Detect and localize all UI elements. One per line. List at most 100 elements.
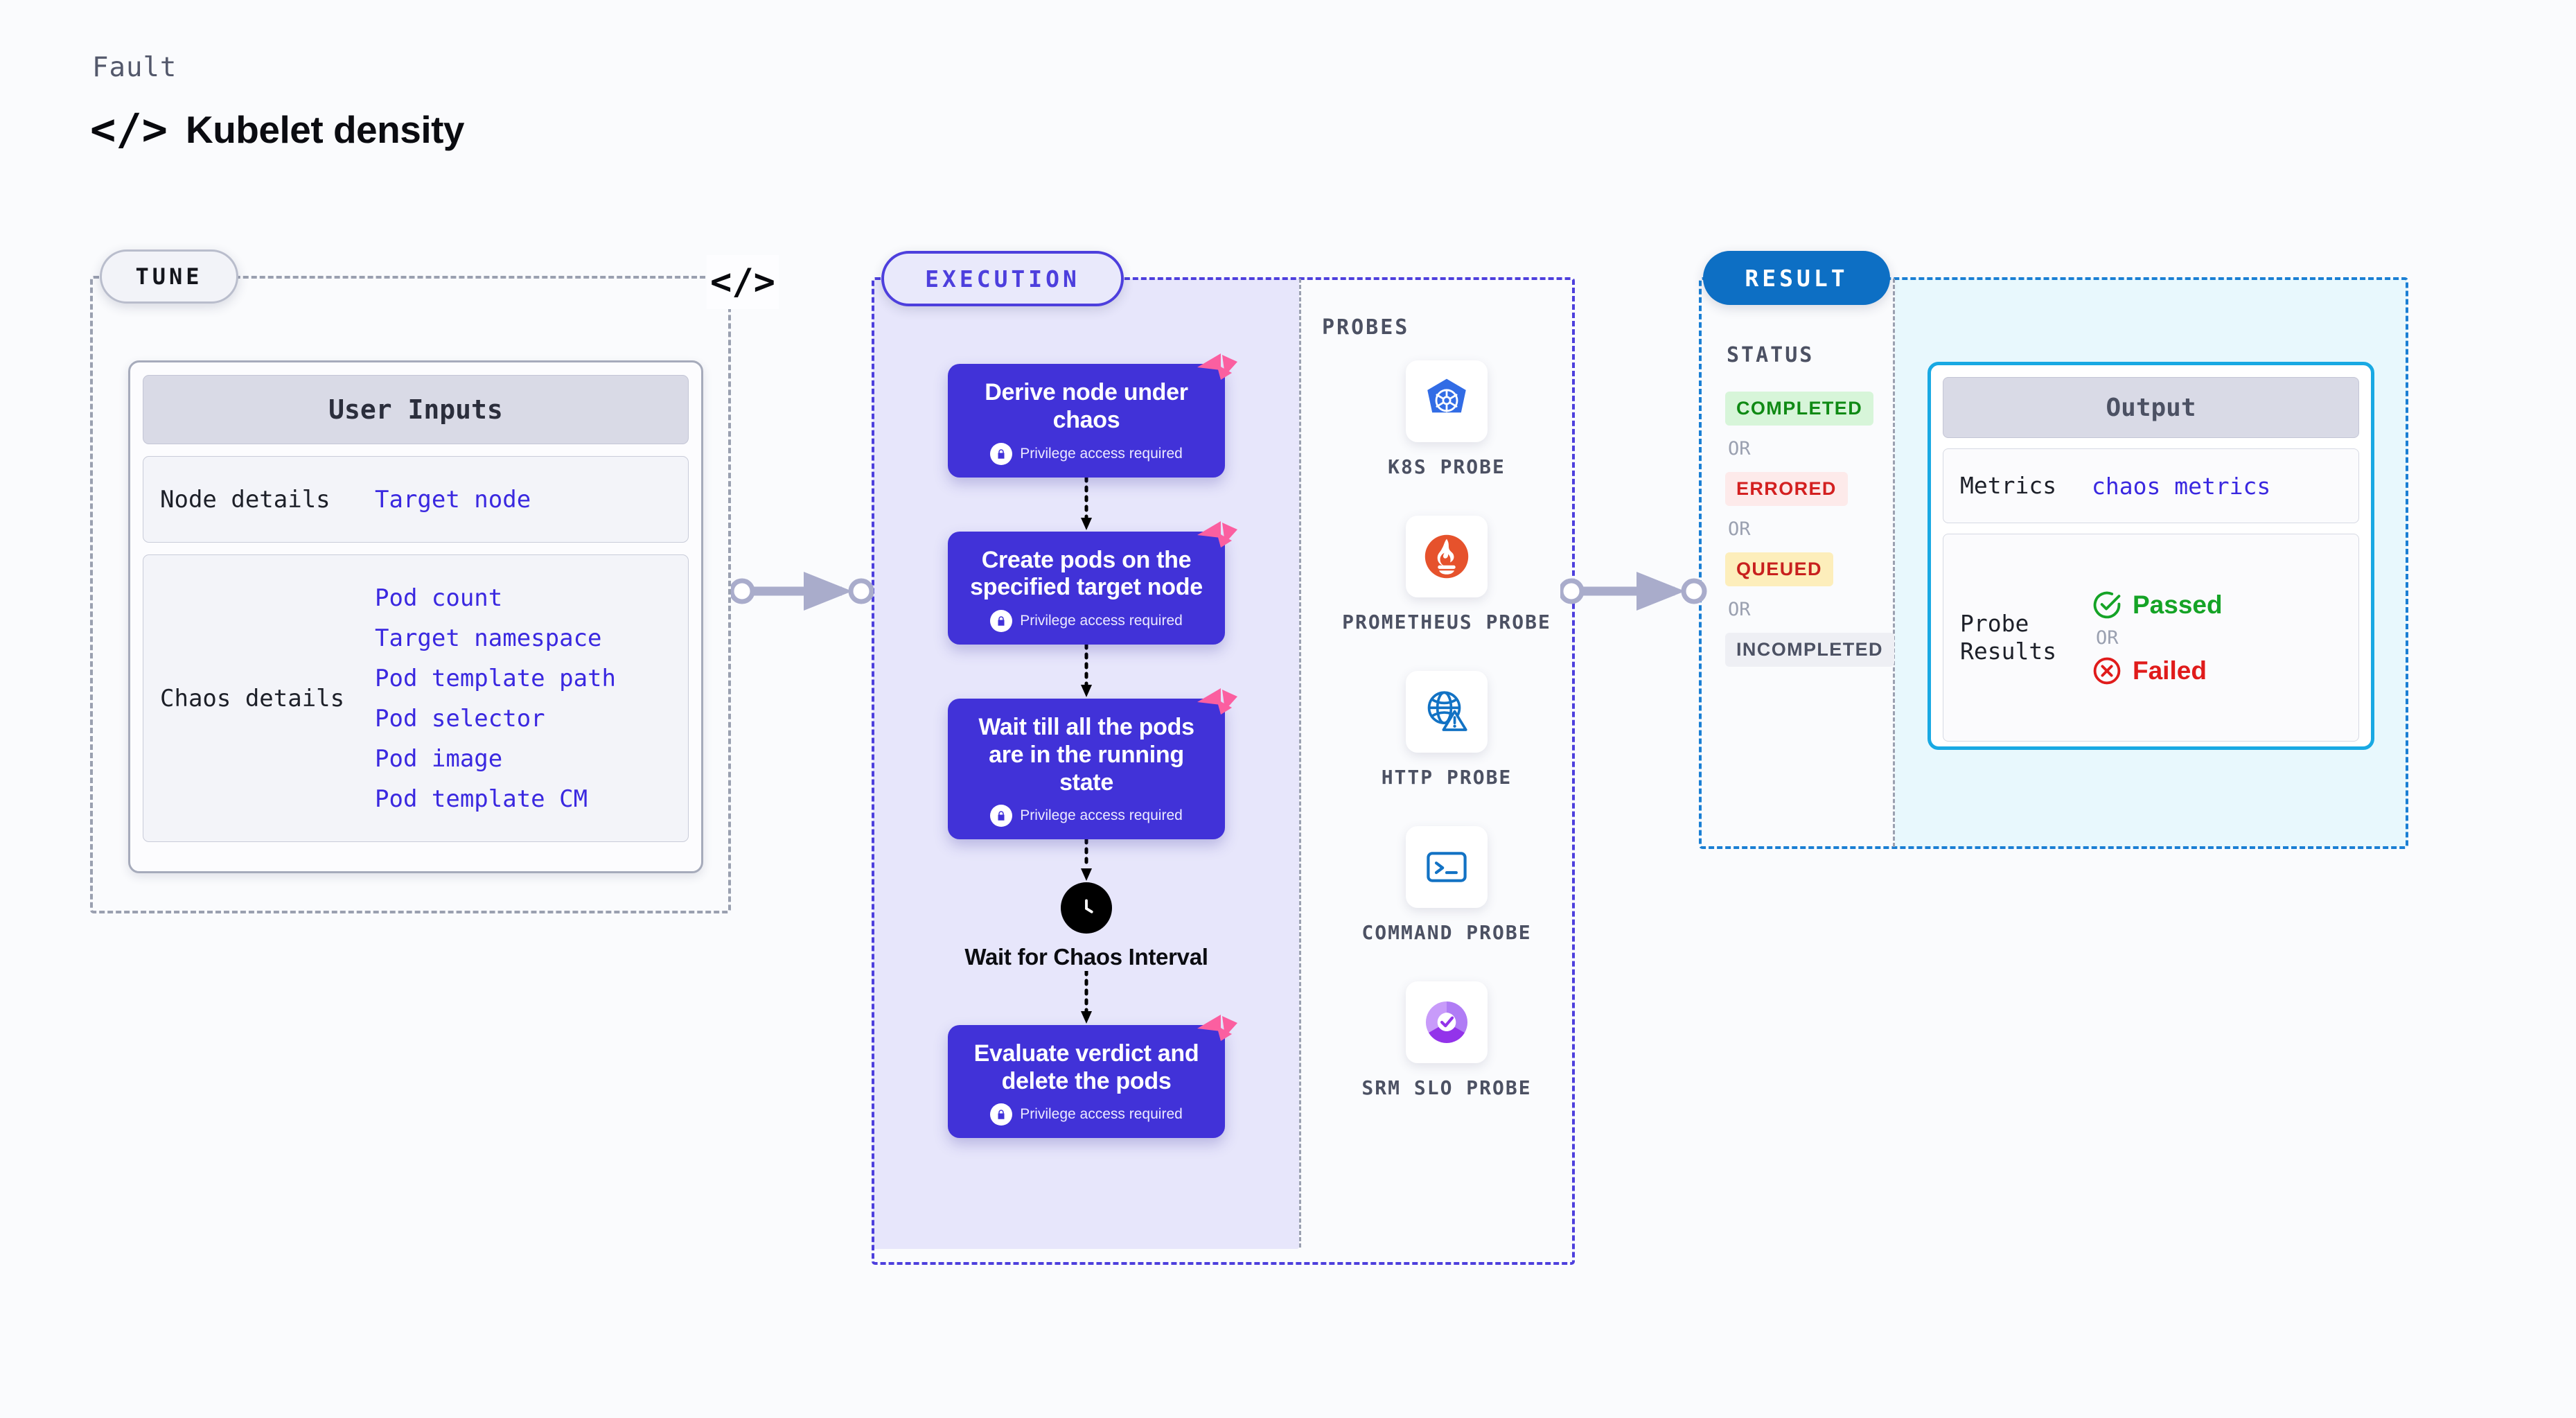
code-icon: </>: [90, 104, 168, 155]
check-circle-icon: [2093, 591, 2121, 618]
execution-panel-border: [872, 277, 1575, 1265]
prometheus-icon: [1406, 516, 1488, 597]
probe-item-command[interactable]: COMMAND PROBE: [1332, 826, 1561, 945]
step-privilege-text: Privilege access required: [1020, 1106, 1183, 1123]
user-inputs-title: User Inputs: [143, 375, 689, 444]
harness-badge-icon: [1197, 1014, 1237, 1041]
status-or-3: OR: [1728, 599, 1751, 620]
verdict-or: OR: [2096, 627, 2119, 649]
verdict-passed: Passed: [2092, 590, 2223, 620]
probe-results-label: Probe Results: [1960, 610, 2057, 665]
code-icon-connector: </>: [707, 255, 779, 309]
probe-item-prometheus[interactable]: PROMETHEUS PROBE: [1332, 516, 1561, 634]
metrics-value[interactable]: chaos metrics: [2092, 472, 2271, 500]
status-list: COMPLETED OR ERRORED OR QUEUED OR INCOMP…: [1725, 392, 1894, 667]
status-or-2: OR: [1728, 518, 1751, 540]
step-wait-pods-running[interactable]: Wait till all the pods are in the runnin…: [948, 688, 1237, 840]
step-derive-node-under-chaos[interactable]: Derive node under chaos Privilege access…: [948, 353, 1237, 478]
user-inputs-card: User Inputs Node details Target node Cha…: [128, 360, 703, 873]
probe-item-k8s[interactable]: K8S PROBE: [1332, 360, 1561, 479]
harness-badge-icon: [1197, 353, 1237, 380]
step-privilege-text: Privilege access required: [1020, 807, 1183, 824]
step-title: Wait till all the pods are in the runnin…: [978, 714, 1194, 796]
tune-panel-border: [90, 276, 731, 913]
input-pod-selector[interactable]: Pod selector: [375, 704, 545, 733]
output-title: Output: [1943, 377, 2359, 438]
verdict-failed-label: Failed: [2133, 656, 2207, 685]
node-details-label: Node details: [160, 485, 330, 514]
wait-for-chaos-interval-node: Wait for Chaos Interval: [948, 882, 1225, 971]
result-panel: RESULT STATUS COMPLETED OR ERRORED OR QU…: [1699, 251, 2408, 849]
flow-connector: [948, 645, 1225, 699]
step-title: Create pods on the specified target node: [970, 546, 1203, 601]
step-evaluate-verdict-delete-pods[interactable]: Evaluate verdict and delete the pods Pri…: [948, 1014, 1237, 1139]
chaos-details-row: Chaos details Pod count Target namespace…: [143, 554, 689, 842]
wait-node-label: Wait for Chaos Interval: [964, 944, 1208, 970]
status-or-1: OR: [1728, 438, 1751, 459]
execution-flow: Derive node under chaos Privilege access…: [948, 353, 1237, 1139]
flow-connector: [948, 477, 1225, 532]
terminal-icon: [1406, 826, 1488, 908]
x-circle-icon: [2093, 657, 2121, 684]
fault-kicker: Fault: [92, 52, 177, 83]
step-title: Evaluate verdict and delete the pods: [973, 1040, 1199, 1094]
chaos-details-values: Pod count Target namespace Pod template …: [375, 584, 616, 813]
probe-label: HTTP PROBE: [1381, 766, 1512, 789]
page-title-row: </> Kubelet density: [90, 104, 465, 155]
step-privilege-text: Privilege access required: [1020, 445, 1183, 462]
verdict-passed-label: Passed: [2133, 590, 2223, 619]
probe-label: SRM SLO PROBE: [1361, 1076, 1532, 1099]
input-pod-count[interactable]: Pod count: [375, 584, 503, 612]
result-pill[interactable]: RESULT: [1703, 251, 1890, 305]
lock-icon: [990, 805, 1013, 828]
status-section-label: STATUS: [1727, 343, 1815, 367]
probes-list: K8S PROBE PROMETHEUS PROBE: [1332, 360, 1561, 1137]
tune-panel: TUNE User Inputs Node details Target nod…: [90, 250, 731, 913]
step-privilege-note: Privilege access required: [966, 805, 1207, 828]
http-globe-warning-icon: [1406, 671, 1488, 753]
probe-item-http[interactable]: HTTP PROBE: [1332, 671, 1561, 789]
tune-pill[interactable]: TUNE: [100, 250, 238, 304]
chaos-details-label: Chaos details: [160, 684, 345, 712]
probe-item-srm-slo[interactable]: SRM SLO PROBE: [1332, 981, 1561, 1100]
output-card: Output Metrics chaos metrics Probe Resul…: [1927, 362, 2374, 750]
flow-connector: [948, 970, 1225, 1025]
execution-pill[interactable]: EXECUTION: [881, 251, 1124, 306]
step-privilege-note: Privilege access required: [966, 610, 1207, 633]
harness-badge-icon: [1197, 688, 1237, 715]
step-privilege-note: Privilege access required: [966, 442, 1207, 465]
step-privilege-text: Privilege access required: [1020, 613, 1183, 629]
kubernetes-icon: [1406, 360, 1488, 442]
metrics-label: Metrics: [1960, 472, 2057, 500]
output-probe-results-row: Probe Results Passed OR: [1943, 534, 2359, 742]
connector-execution-to-result: [1560, 572, 1707, 611]
input-pod-image[interactable]: Pod image: [375, 744, 503, 773]
status-badge-completed: COMPLETED: [1725, 392, 1874, 426]
execution-panel: EXECUTION PROBES Derive node under chaos…: [872, 251, 1575, 1265]
probe-label: COMMAND PROBE: [1361, 921, 1532, 944]
verdict-failed: Failed: [2092, 656, 2223, 686]
step-privilege-note: Privilege access required: [966, 1103, 1207, 1126]
node-details-row: Node details Target node: [143, 456, 689, 543]
input-target-namespace[interactable]: Target namespace: [375, 624, 602, 652]
status-badge-incompleted: INCOMPLETED: [1725, 633, 1894, 667]
page-title: Kubelet density: [185, 108, 465, 151]
status-badge-queued: QUEUED: [1725, 552, 1833, 586]
status-badge-errored: ERRORED: [1725, 472, 1848, 506]
lock-icon: [990, 1103, 1013, 1126]
input-target-node[interactable]: Target node: [375, 485, 531, 514]
connector-tune-to-execution: [731, 572, 874, 611]
input-pod-template-cm[interactable]: Pod template CM: [375, 785, 588, 813]
probes-divider: [1299, 279, 1301, 1248]
input-pod-template-path[interactable]: Pod template path: [375, 664, 616, 692]
node-details-values: Target node: [375, 486, 531, 514]
status-column-divider: [1893, 279, 1895, 847]
lock-icon: [990, 610, 1013, 633]
probe-label: PROMETHEUS PROBE: [1342, 611, 1551, 633]
clock-icon: [1061, 882, 1112, 934]
result-panel-border: [1699, 277, 2408, 849]
step-title: Derive node under chaos: [985, 379, 1188, 433]
probes-section-label: PROBES: [1322, 315, 1410, 340]
step-create-pods[interactable]: Create pods on the specified target node…: [948, 520, 1237, 645]
